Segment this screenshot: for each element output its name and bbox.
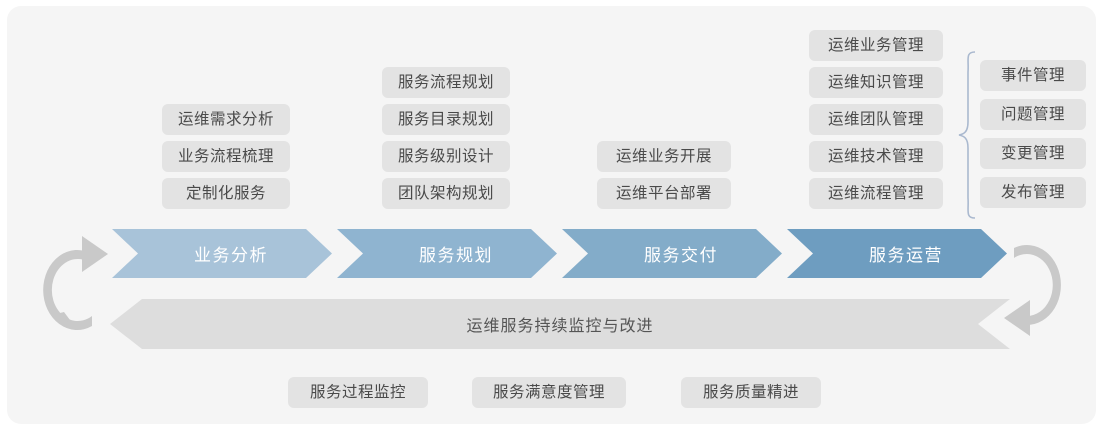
task-pill[interactable]: 问题管理	[980, 99, 1086, 130]
left-loop-arrow	[43, 236, 108, 330]
improvement-pill[interactable]: 服务满意度管理	[472, 377, 626, 408]
task-pill[interactable]: 运维业务开展	[597, 141, 731, 172]
phase-label: 服务运营	[869, 246, 943, 265]
task-pill[interactable]: 业务流程梳理	[162, 141, 290, 172]
right-loop-arrow	[1004, 245, 1061, 336]
banner-label: 运维服务持续监控与改进	[466, 318, 654, 335]
task-pill[interactable]: 服务级别设计	[382, 141, 510, 172]
task-pill[interactable]: 运维业务管理	[809, 30, 943, 61]
task-pill[interactable]: 服务流程规划	[382, 67, 510, 98]
task-pill[interactable]: 运维团队管理	[809, 104, 943, 135]
phase-label: 服务交付	[644, 246, 718, 265]
task-pill[interactable]: 运维平台部署	[597, 178, 731, 209]
task-pill[interactable]: 服务目录规划	[382, 104, 510, 135]
task-pill[interactable]: 事件管理	[980, 60, 1086, 91]
improvement-pill[interactable]: 服务质量精进	[681, 377, 821, 408]
task-pill[interactable]: 运维知识管理	[809, 67, 943, 98]
task-pill[interactable]: 运维流程管理	[809, 178, 943, 209]
task-pill[interactable]: 定制化服务	[162, 178, 290, 209]
phase-chevron-4[interactable]: 服务运营	[787, 229, 1007, 278]
task-pill[interactable]: 运维需求分析	[162, 104, 290, 135]
task-pill[interactable]: 运维技术管理	[809, 141, 943, 172]
continuous-improvement-banner[interactable]: 运维服务持续监控与改进	[110, 299, 1010, 349]
phase-chevron-3[interactable]: 服务交付	[562, 229, 782, 278]
task-pill[interactable]: 发布管理	[980, 177, 1086, 208]
phase-label: 业务分析	[194, 246, 268, 265]
improvement-pill[interactable]: 服务过程监控	[288, 377, 428, 408]
phase-label: 服务规划	[419, 246, 493, 265]
task-pill[interactable]: 变更管理	[980, 138, 1086, 169]
grouping-brace	[958, 51, 976, 219]
task-pill[interactable]: 团队架构规划	[382, 178, 510, 209]
phase-chevron-1[interactable]: 业务分析	[112, 229, 332, 278]
phase-chevron-2[interactable]: 服务规划	[337, 229, 557, 278]
